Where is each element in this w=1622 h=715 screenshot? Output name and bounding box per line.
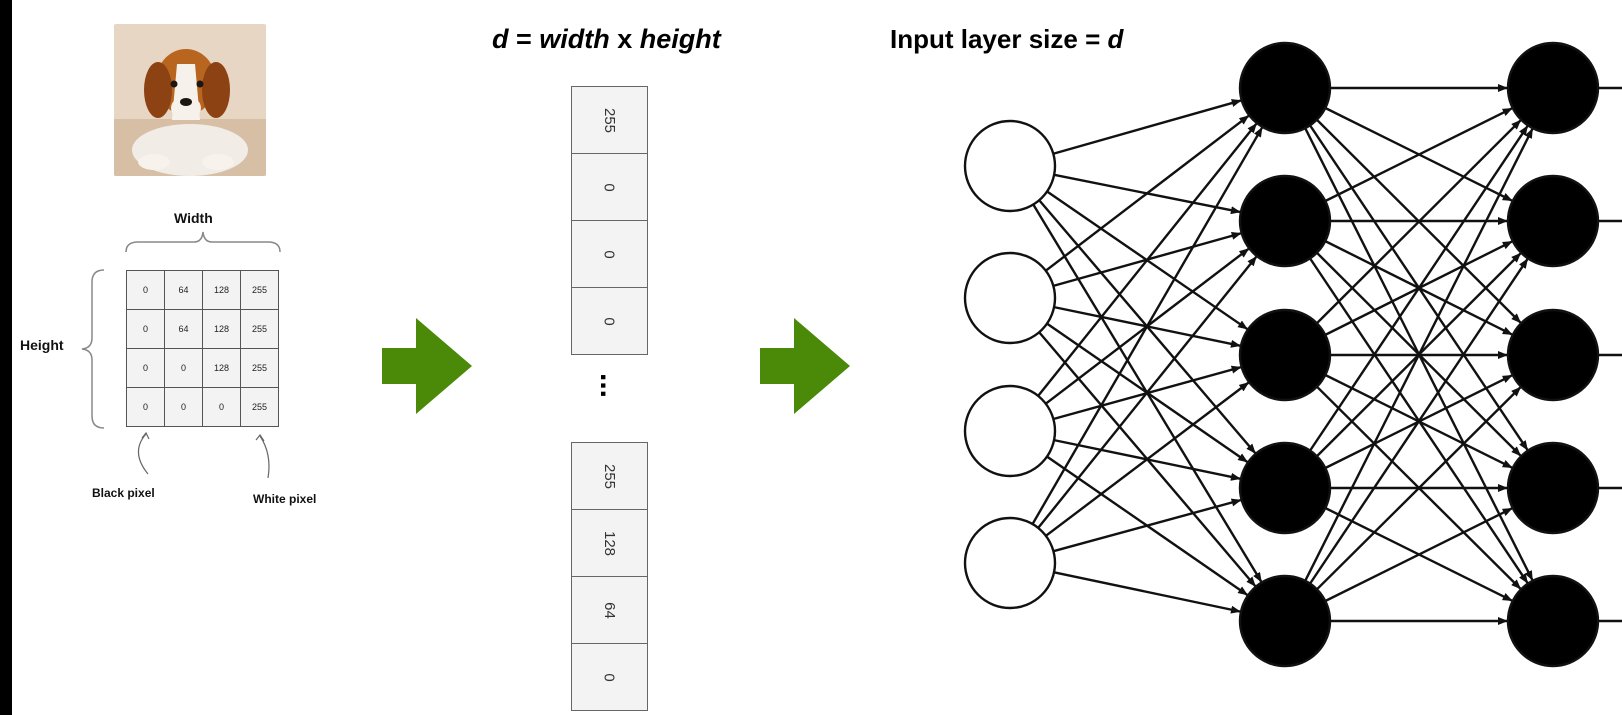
hidden-node — [1238, 308, 1332, 402]
vector-cell: 0 — [571, 220, 648, 288]
network-edge — [1045, 114, 1250, 272]
formula-width: width — [539, 24, 610, 54]
input-node — [963, 251, 1057, 345]
height-brace — [81, 269, 105, 429]
grid-cell: 0 — [164, 348, 203, 388]
grid-cell: 128 — [202, 309, 241, 349]
grid-cell: 255 — [240, 387, 279, 427]
formula-d: d — [492, 24, 509, 54]
hidden-node — [1506, 308, 1600, 402]
formula-title: d = width x height — [492, 24, 721, 55]
network-edge — [1309, 258, 1529, 585]
vector-cell: 0 — [571, 287, 648, 355]
vector-cell: 0 — [571, 643, 648, 711]
formula-equals: = — [508, 24, 540, 54]
hidden-node — [1506, 574, 1600, 668]
hidden-node — [1238, 41, 1332, 135]
vector-cell: 64 — [571, 576, 648, 644]
network-edge — [1037, 123, 1258, 397]
hidden-node — [1506, 174, 1600, 268]
grid-cell: 128 — [202, 270, 241, 310]
formula-times: x — [609, 24, 640, 54]
network-title-text: Input layer size = — [890, 24, 1108, 54]
hidden-node — [1238, 174, 1332, 268]
network-edge — [1316, 386, 1522, 591]
input-node — [963, 516, 1057, 610]
grid-cell: 255 — [240, 309, 279, 349]
network-edge — [1324, 507, 1513, 603]
grid-row: 0 64 128 255 — [126, 270, 279, 310]
input-node — [963, 384, 1057, 478]
grid-row: 0 0 0 255 — [126, 387, 279, 427]
flow-arrow-1 — [382, 318, 472, 414]
network-edge — [1316, 119, 1522, 325]
height-label: Height — [20, 337, 64, 353]
vector-cell: 128 — [571, 509, 648, 577]
width-label: Width — [174, 210, 213, 226]
width-brace — [125, 231, 281, 253]
pixel-pointers — [137, 431, 270, 479]
network-title: Input layer size = d — [890, 24, 1123, 55]
network-edge — [1309, 125, 1529, 452]
hidden-node — [1506, 441, 1600, 535]
network-nodes — [963, 41, 1600, 668]
network-title-var: d — [1107, 24, 1124, 54]
network-edge — [1324, 107, 1513, 203]
grid-cell: 0 — [126, 387, 165, 427]
vector-cell: 0 — [571, 153, 648, 221]
grid-row: 0 64 128 255 — [126, 309, 279, 349]
white-pixel-label: White pixel — [253, 492, 317, 506]
grid-cell: 255 — [240, 348, 279, 388]
network-edge — [1052, 99, 1242, 155]
pixel-grid: 0 64 128 255 0 64 128 255 0 0 128 255 0 … — [126, 270, 279, 427]
grid-cell: 0 — [126, 270, 165, 310]
dog-photo — [114, 24, 266, 176]
grid-cell: 0 — [126, 309, 165, 349]
vector-cell: 255 — [571, 86, 648, 154]
network-edge — [1037, 256, 1258, 529]
grid-cell: 0 — [126, 348, 165, 388]
grid-cell: 64 — [164, 270, 203, 310]
grid-cell: 0 — [164, 387, 203, 427]
grid-cell: 255 — [240, 270, 279, 310]
hidden-node — [1238, 441, 1332, 535]
network-edge — [1045, 381, 1250, 537]
flow-arrow-2 — [760, 318, 850, 414]
network-edge — [1031, 126, 1263, 525]
formula-height: height — [639, 24, 721, 54]
hidden-node — [1238, 574, 1332, 668]
input-node — [963, 119, 1057, 213]
hidden-node — [1506, 41, 1600, 135]
grid-row: 0 0 128 255 — [126, 348, 279, 388]
black-pixel-label: Black pixel — [92, 486, 155, 500]
network-edge — [1053, 571, 1241, 614]
network-edges — [1031, 84, 1622, 625]
grid-cell: 128 — [202, 348, 241, 388]
network-edge — [1053, 498, 1242, 553]
network-edge — [1304, 128, 1534, 582]
